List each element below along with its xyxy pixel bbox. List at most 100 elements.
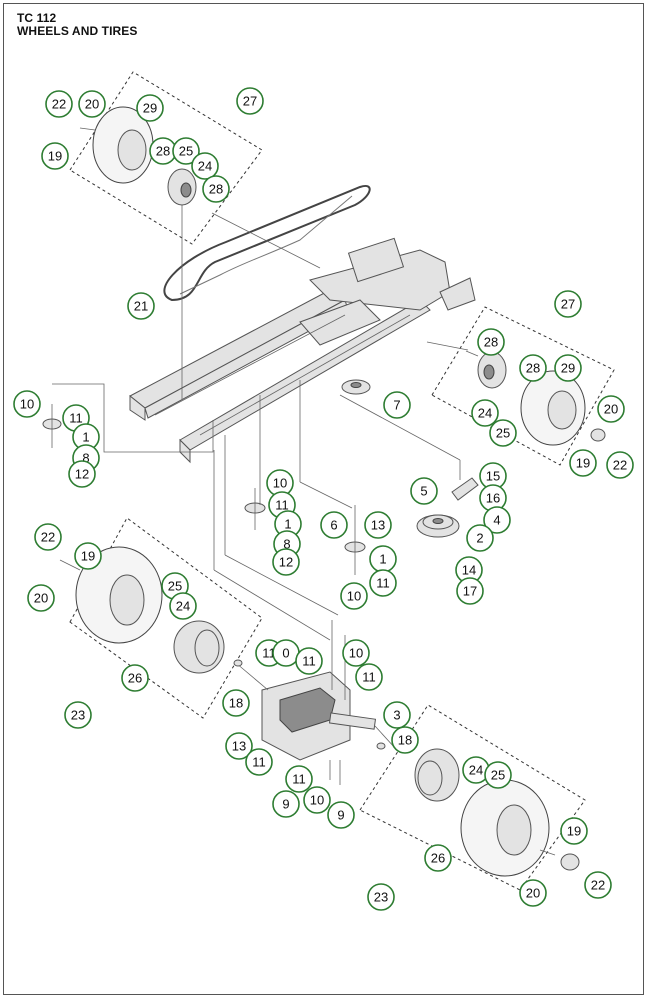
callout-19[interactable]: 19	[74, 542, 102, 570]
callout-25[interactable]: 25	[489, 419, 517, 447]
callout-13[interactable]: 13	[364, 511, 392, 539]
callout-circle	[364, 511, 392, 539]
callout-10[interactable]: 10	[342, 639, 370, 667]
callout-25[interactable]: 25	[484, 761, 512, 789]
callout-7[interactable]: 7	[383, 391, 411, 419]
callout-circle	[597, 395, 625, 423]
callout-14[interactable]: 14	[455, 556, 483, 584]
callout-19[interactable]: 19	[560, 817, 588, 845]
callout-circle	[560, 817, 588, 845]
callout-18[interactable]: 18	[222, 689, 250, 717]
callout-circle	[45, 90, 73, 118]
callout-11[interactable]: 11	[285, 765, 313, 793]
callout-number: 4	[493, 513, 500, 528]
callout-circle	[369, 569, 397, 597]
callout-circle	[245, 748, 273, 776]
callout-10[interactable]: 10	[13, 390, 41, 418]
callout-11[interactable]: 11	[369, 569, 397, 597]
callout-circle	[554, 354, 582, 382]
callout-26[interactable]: 26	[424, 844, 452, 872]
callout-10[interactable]: 10	[303, 786, 331, 814]
callout-24[interactable]: 24	[191, 152, 219, 180]
callout-17[interactable]: 17	[456, 577, 484, 605]
drive-belt-inner	[179, 195, 353, 295]
callout-28[interactable]: 28	[149, 137, 177, 165]
callout-circle	[383, 391, 411, 419]
callout-1[interactable]: 1	[369, 545, 397, 573]
callout-4[interactable]: 4	[483, 506, 511, 534]
callout-circle	[342, 639, 370, 667]
callout-20[interactable]: 20	[519, 879, 547, 907]
callout-circle	[272, 790, 300, 818]
callout-19[interactable]: 19	[41, 142, 69, 170]
callout-28[interactable]: 28	[519, 354, 547, 382]
callout-11[interactable]: 11	[295, 647, 323, 675]
callout-circle	[327, 801, 355, 829]
callout-number: 10	[310, 793, 324, 808]
callout-11[interactable]: 11	[245, 748, 273, 776]
callout-number: 10	[273, 476, 287, 491]
page-frame	[3, 3, 644, 995]
callout-number: 1	[82, 430, 89, 445]
callout-number: 28	[484, 335, 498, 350]
callout-number: 20	[526, 886, 540, 901]
callout-28[interactable]: 28	[202, 175, 230, 203]
callout-22[interactable]: 22	[45, 90, 73, 118]
callout-number: 20	[85, 97, 99, 112]
callout-25[interactable]: 25	[172, 137, 200, 165]
callout-19[interactable]: 19	[569, 449, 597, 477]
callout-20[interactable]: 20	[27, 584, 55, 612]
front-right-wheel-group-outline	[431, 306, 615, 466]
callout-2[interactable]: 2	[466, 524, 494, 552]
callout-27[interactable]: 27	[236, 87, 264, 115]
callout-number: 25	[168, 579, 182, 594]
callout-23[interactable]: 23	[64, 701, 92, 729]
callout-28[interactable]: 28	[477, 328, 505, 356]
callout-circle	[285, 765, 313, 793]
callout-number: 13	[371, 518, 385, 533]
callout-22[interactable]: 22	[584, 871, 612, 899]
callout-9[interactable]: 9	[327, 801, 355, 829]
callout-26[interactable]: 26	[121, 664, 149, 692]
callout-27[interactable]: 27	[554, 290, 582, 318]
callout-number: 10	[349, 646, 363, 661]
callout-circle	[13, 390, 41, 418]
callout-23[interactable]: 23	[367, 883, 395, 911]
callout-number: 0	[282, 646, 289, 661]
callout-20[interactable]: 20	[597, 395, 625, 423]
callout-5[interactable]: 5	[410, 477, 438, 505]
diagram-title: WHEELS AND TIRES	[17, 24, 138, 38]
callout-12[interactable]: 12	[68, 460, 96, 488]
callout-21[interactable]: 21	[127, 292, 155, 320]
callout-circle	[222, 689, 250, 717]
callout-15[interactable]: 15	[479, 462, 507, 490]
callout-11[interactable]: 11	[355, 663, 383, 691]
callout-number: 24	[469, 763, 483, 778]
callout-number: 11	[275, 498, 289, 513]
callout-13[interactable]: 13	[225, 732, 253, 760]
callout-10[interactable]: 10	[340, 582, 368, 610]
callout-3[interactable]: 3	[383, 701, 411, 729]
callout-24[interactable]: 24	[471, 399, 499, 427]
callout-12[interactable]: 12	[272, 548, 300, 576]
callout-number: 28	[156, 144, 170, 159]
callout-9[interactable]: 9	[272, 790, 300, 818]
callout-number: 2	[476, 531, 483, 546]
callout-24[interactable]: 24	[462, 756, 490, 784]
callout-29[interactable]: 29	[554, 354, 582, 382]
callout-circle	[424, 844, 452, 872]
callout-number: 9	[337, 808, 344, 823]
callout-0[interactable]: 0	[272, 639, 300, 667]
callout-20[interactable]: 20	[78, 90, 106, 118]
callout-18[interactable]: 18	[391, 726, 419, 754]
callout-number: 11	[252, 755, 266, 770]
callout-22[interactable]: 22	[606, 451, 634, 479]
callout-circle	[367, 883, 395, 911]
callout-6[interactable]: 6	[320, 511, 348, 539]
callout-24[interactable]: 24	[169, 592, 197, 620]
callout-29[interactable]: 29	[136, 94, 164, 122]
callout-22[interactable]: 22	[34, 523, 62, 551]
callout-circle	[355, 663, 383, 691]
